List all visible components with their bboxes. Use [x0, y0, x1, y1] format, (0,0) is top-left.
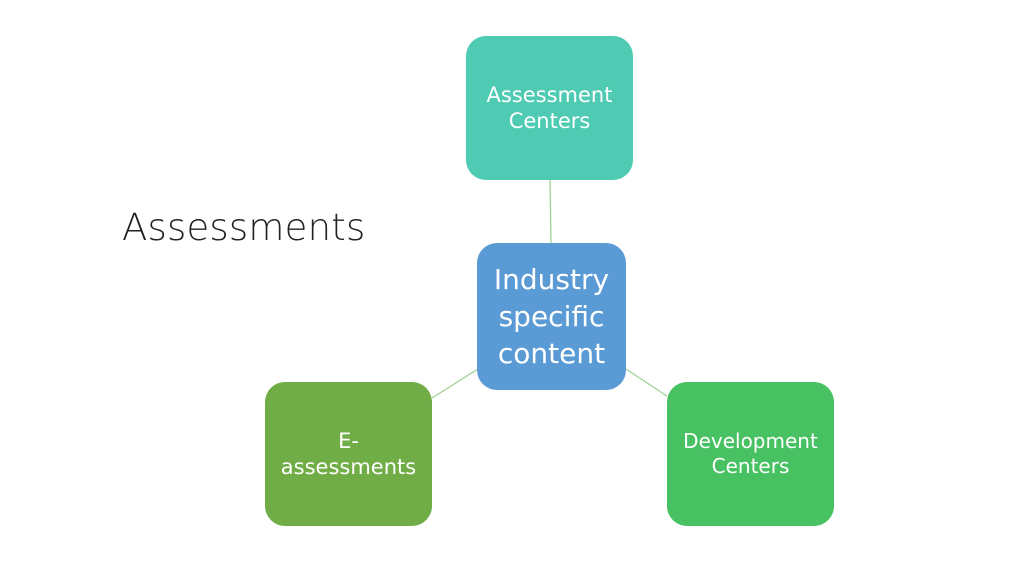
node-development-centers: Development Centers — [667, 382, 834, 526]
node-industry-specific-content: Industry specific content — [477, 243, 626, 390]
connector-left — [431, 368, 479, 399]
node-assessment-centers: Assessment Centers — [466, 36, 633, 180]
slide-title: Assessments — [122, 206, 366, 249]
node-e-assessments-label: E-assessments — [280, 428, 417, 479]
connector-right — [625, 368, 668, 397]
node-development-centers-label: Development Centers — [683, 429, 818, 478]
connector-top — [549, 179, 552, 244]
node-industry-specific-content-label: Industry specific content — [493, 262, 610, 371]
node-e-assessments: E-assessments — [265, 382, 432, 526]
node-assessment-centers-label: Assessment Centers — [486, 82, 613, 133]
